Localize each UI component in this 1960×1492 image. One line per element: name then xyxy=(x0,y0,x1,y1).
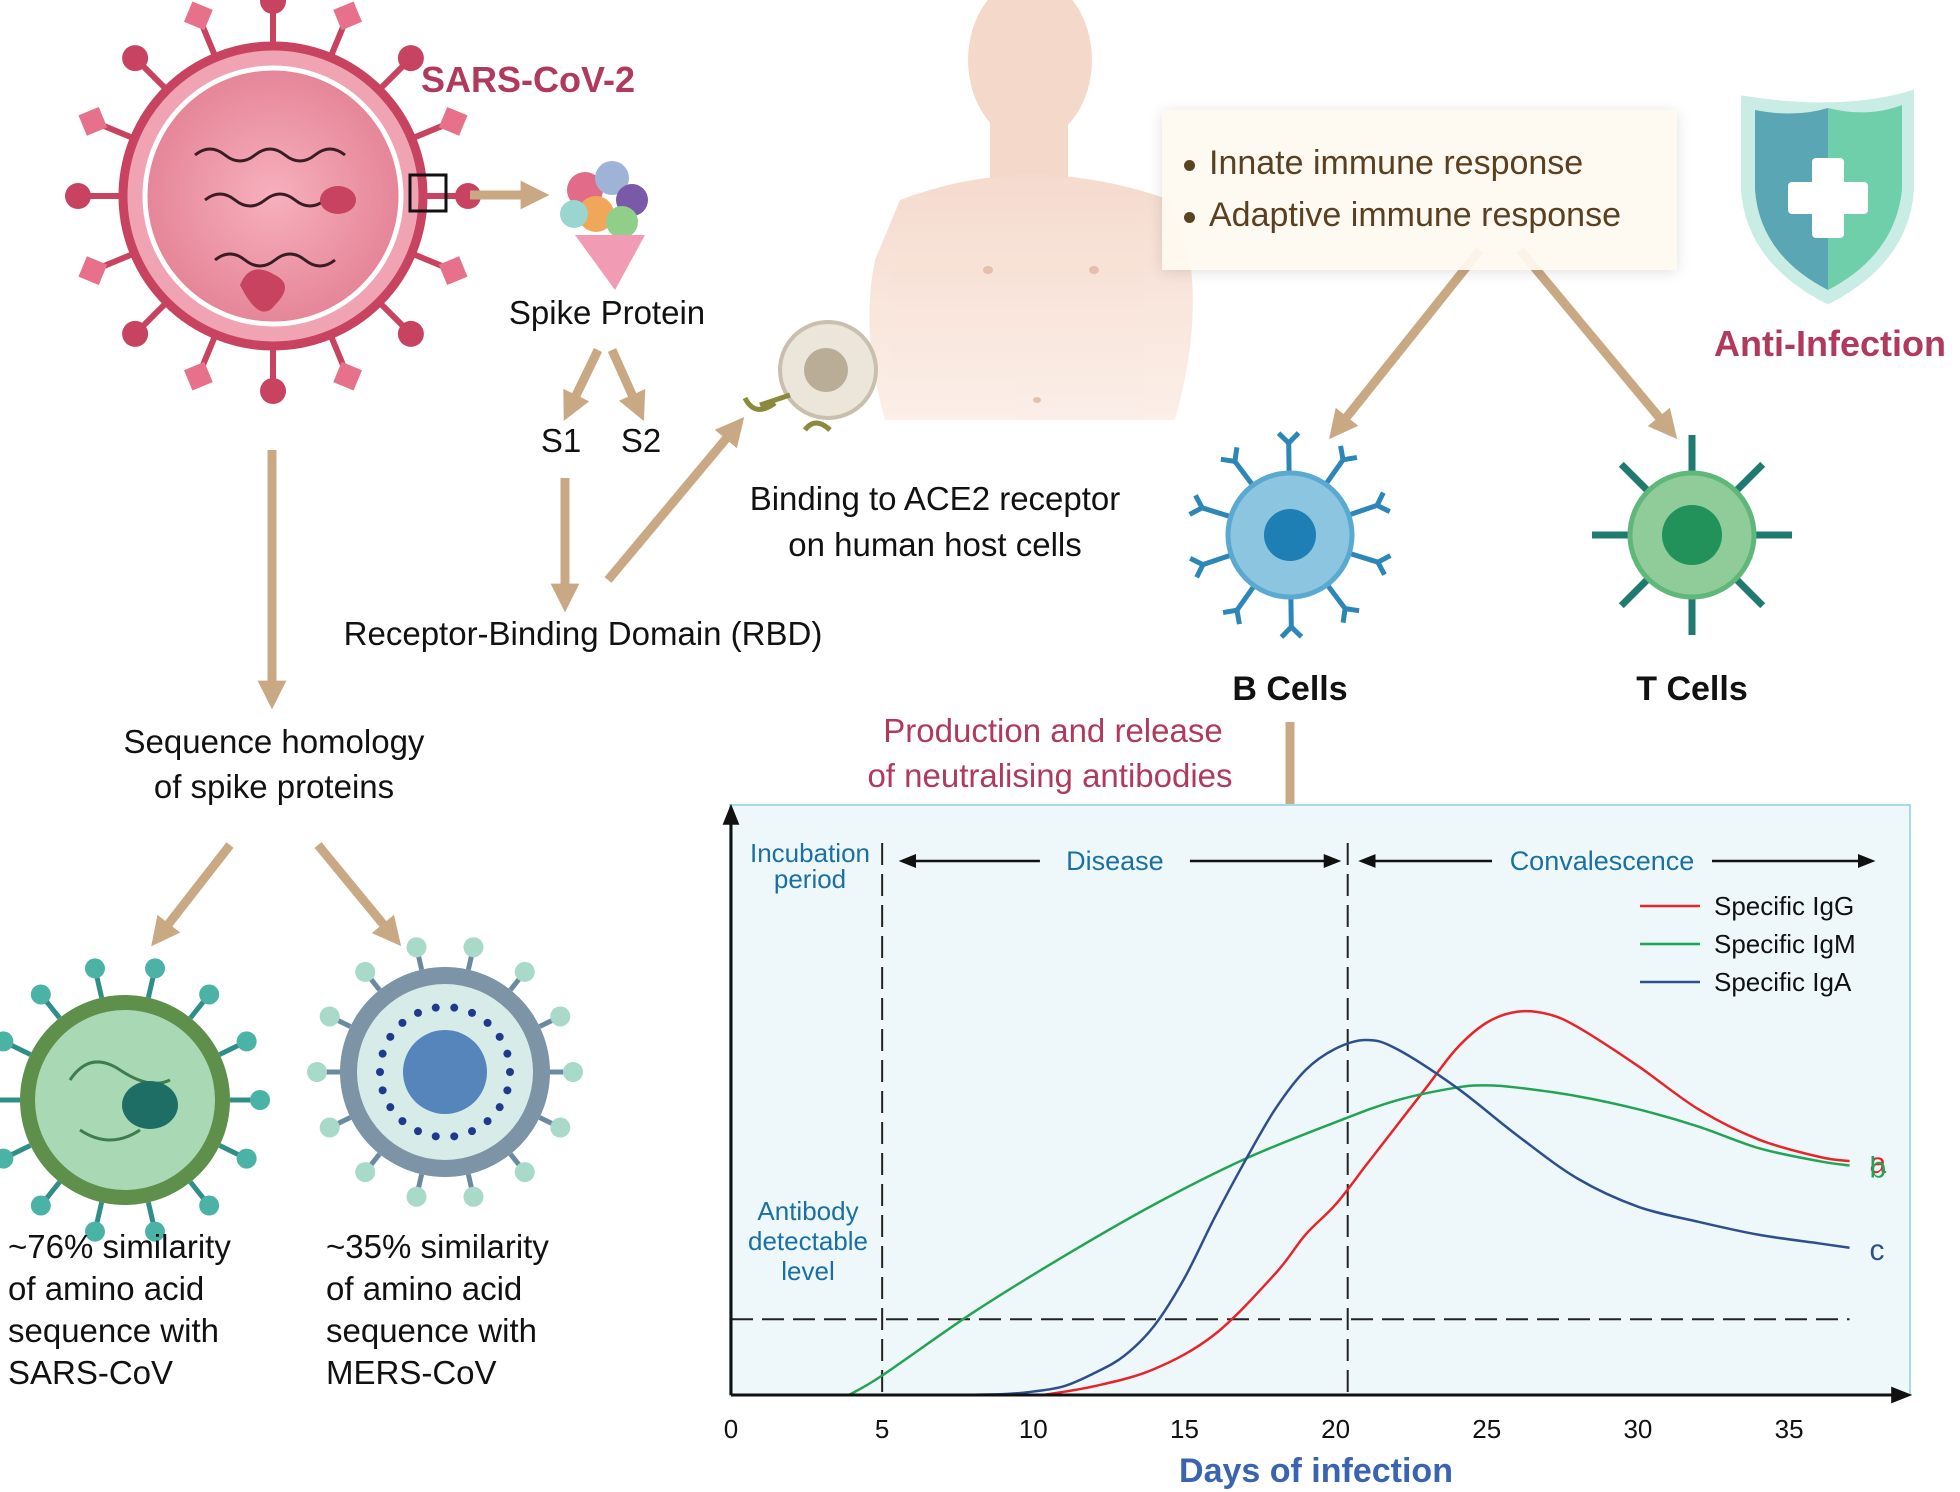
sars-line-1: of amino acid xyxy=(8,1270,204,1307)
production-label-line1: Production and release xyxy=(883,712,1222,749)
anti-infection-label: Anti-Infection xyxy=(1714,323,1946,364)
spike-protein-label: Spike Protein xyxy=(509,294,705,331)
virus-title: SARS-CoV-2 xyxy=(421,59,635,100)
mers-line-0: ~35% similarity xyxy=(326,1228,549,1265)
arrow-homology-to-mers xyxy=(314,842,402,947)
sars-cov-virus-icon xyxy=(0,958,270,1242)
adaptive-item: Adaptive immune response xyxy=(1184,196,1621,235)
legend-label-0: Specific IgG xyxy=(1714,891,1854,921)
mers-cov-similarity-text: ~35% similarity of amino acid sequence wit… xyxy=(326,1228,549,1391)
antibody-chart: 0 5 10 15 20 25 30 35 Specific IgG Specific IgM S… xyxy=(722,803,1913,1444)
host-cell-ace2-icon xyxy=(742,320,878,432)
s2-label: S2 xyxy=(621,422,661,459)
chart-background xyxy=(729,804,1911,1396)
t-cells-label: T Cells xyxy=(1636,670,1747,708)
mers-cov-virus-icon xyxy=(307,937,583,1207)
convalescence-label: Convalescence xyxy=(1510,846,1695,876)
legend-label-2: Specific IgA xyxy=(1714,967,1852,997)
t-cell-icon xyxy=(1592,435,1792,635)
s1-label: S1 xyxy=(541,422,581,459)
sars-cov-similarity-text: ~76% similarity of amino acid sequence wit… xyxy=(8,1228,231,1391)
arrow-spike-to-s2 xyxy=(607,348,646,422)
x-tick-label-10: 10 xyxy=(1019,1414,1048,1444)
immune-response-callout: Innate immune response Adaptive immune r… xyxy=(1162,110,1677,270)
spike-protein-icon xyxy=(560,161,648,290)
series-line-specific-igm xyxy=(848,1084,1850,1397)
sars-line-3: SARS-CoV xyxy=(8,1354,173,1391)
sars-cov-2-virus-icon xyxy=(65,0,481,404)
ace2-label-line2: on human host cells xyxy=(788,526,1082,563)
incubation-label-line2: period xyxy=(774,864,846,894)
arrow-rbd-to-ace2 xyxy=(604,416,745,583)
innate-item: Innate immune response xyxy=(1184,144,1583,183)
detectable-label-line1: Antibody xyxy=(757,1196,858,1226)
sars-line-0: ~76% similarity xyxy=(8,1228,231,1265)
bullet-icon xyxy=(1184,211,1195,223)
arrow-to-b-cells xyxy=(1329,247,1484,440)
homology-label-line2: of spike proteins xyxy=(154,768,394,805)
incubation-label-line1: Incubation xyxy=(750,838,870,868)
ace2-label-line1: Binding to ACE2 receptor xyxy=(750,480,1121,517)
end-label-c: c xyxy=(1870,1234,1885,1267)
b-cell-icon xyxy=(1188,431,1392,639)
flow-arrows xyxy=(151,180,1678,947)
rbd-label: Receptor-Binding Domain (RBD) xyxy=(344,615,823,652)
shield-icon xyxy=(1741,89,1914,305)
arrow-to-t-cells xyxy=(1516,247,1678,440)
x-tick-label-20: 20 xyxy=(1321,1414,1350,1444)
end-label-a: a xyxy=(1870,1147,1887,1180)
bullet-icon xyxy=(1184,159,1195,171)
mers-line-3: MERS-CoV xyxy=(326,1354,497,1391)
x-tick-label-35: 35 xyxy=(1775,1414,1804,1444)
mers-line-2: sequence with xyxy=(326,1312,537,1349)
human-torso-illustration xyxy=(869,0,1193,420)
adaptive-label: Adaptive immune response xyxy=(1209,196,1622,234)
detectable-label-line2: detectable xyxy=(748,1226,868,1256)
homology-label-line1: Sequence homology xyxy=(124,723,425,760)
end-label-b: b xyxy=(1870,1152,1887,1185)
innate-label: Innate immune response xyxy=(1209,144,1584,182)
x-tick-label-15: 15 xyxy=(1170,1414,1199,1444)
mers-line-1: of amino acid xyxy=(326,1270,522,1307)
legend-label-1: Specific IgM xyxy=(1714,929,1856,959)
series-line-specific-igg xyxy=(1042,1009,1850,1397)
arrow-homology-to-sars xyxy=(151,842,234,947)
x-tick-label-25: 25 xyxy=(1472,1414,1501,1444)
disease-label: Disease xyxy=(1066,846,1164,876)
detectable-label-line3: level xyxy=(781,1256,834,1286)
x-tick-label-30: 30 xyxy=(1623,1414,1652,1444)
x-tick-label-5: 5 xyxy=(875,1414,889,1444)
production-label-line2: of neutralising antibodies xyxy=(867,757,1232,794)
x-tick-label-0: 0 xyxy=(724,1414,738,1444)
arrow-spike-to-s1 xyxy=(563,348,603,421)
b-cells-label: B Cells xyxy=(1232,670,1347,708)
series-line-specific-iga xyxy=(945,1038,1850,1397)
sars-line-2: sequence with xyxy=(8,1312,219,1349)
x-axis-title: Days of infection xyxy=(1179,1452,1453,1490)
